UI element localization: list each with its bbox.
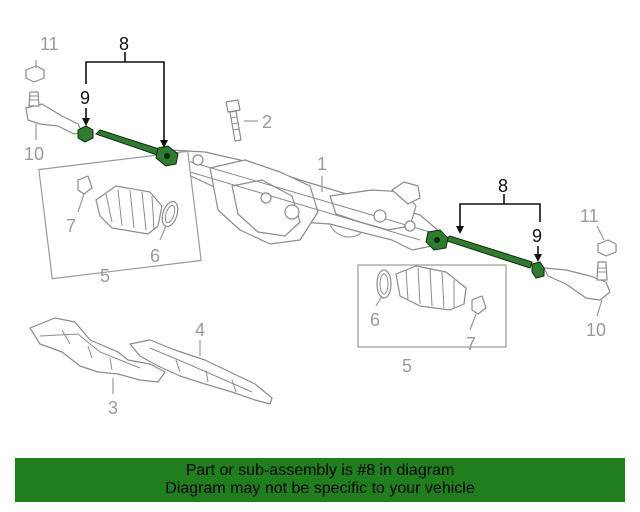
left-nut xyxy=(25,65,45,83)
callout-3: 3 xyxy=(108,398,118,418)
right-clip xyxy=(471,295,487,315)
right-jam-nut[interactable] xyxy=(531,261,545,279)
callout-6-right: 6 xyxy=(370,310,380,330)
callout-9-right: 9 xyxy=(532,226,542,246)
callout-10-right: 10 xyxy=(586,320,606,340)
bolt xyxy=(225,99,242,142)
banner-line-1: Part or sub-assembly is #8 in diagram xyxy=(185,462,455,479)
callout-10-left: 10 xyxy=(24,144,44,164)
callout-7-right: 7 xyxy=(466,334,476,354)
callout-11-right: 11 xyxy=(580,206,599,226)
right-boot xyxy=(395,265,467,311)
callout-5-left: 5 xyxy=(100,266,110,286)
callout-6-left: 6 xyxy=(150,246,160,266)
callout-4: 4 xyxy=(195,320,205,340)
left-clip xyxy=(77,175,93,195)
callout-labels: 1 2 3 4 5 5 6 6 7 7 8 8 9 9 10 10 11 11 xyxy=(24,34,606,418)
left-jam-nut[interactable] xyxy=(77,125,94,143)
callout-7-left: 7 xyxy=(66,216,76,236)
steering-gear-housing xyxy=(169,149,441,251)
left-tie-rod-end xyxy=(25,91,83,135)
leader-lines xyxy=(35,52,605,394)
upper-shield xyxy=(129,339,273,405)
callout-5-right: 5 xyxy=(402,356,412,376)
fitment-notice-banner: Part or sub-assembly is #8 in diagram Di… xyxy=(15,458,625,502)
callout-8-right: 8 xyxy=(498,176,508,196)
left-boot xyxy=(95,185,163,235)
left-clamp xyxy=(161,200,179,228)
callout-2: 2 xyxy=(262,112,272,132)
callout-11-left: 11 xyxy=(40,34,59,54)
right-nut xyxy=(597,239,617,257)
left-inner-tie-rod[interactable] xyxy=(95,129,179,167)
lower-shield xyxy=(29,317,166,383)
banner-line-2: Diagram may not be specific to your vehi… xyxy=(165,480,475,497)
callout-9-left: 9 xyxy=(80,88,90,108)
right-clamp xyxy=(376,269,392,299)
right-tie-rod-end xyxy=(543,261,611,301)
callout-8-left: 8 xyxy=(119,34,129,54)
right-inner-tie-rod[interactable] xyxy=(425,229,533,269)
callout-1: 1 xyxy=(317,154,327,174)
